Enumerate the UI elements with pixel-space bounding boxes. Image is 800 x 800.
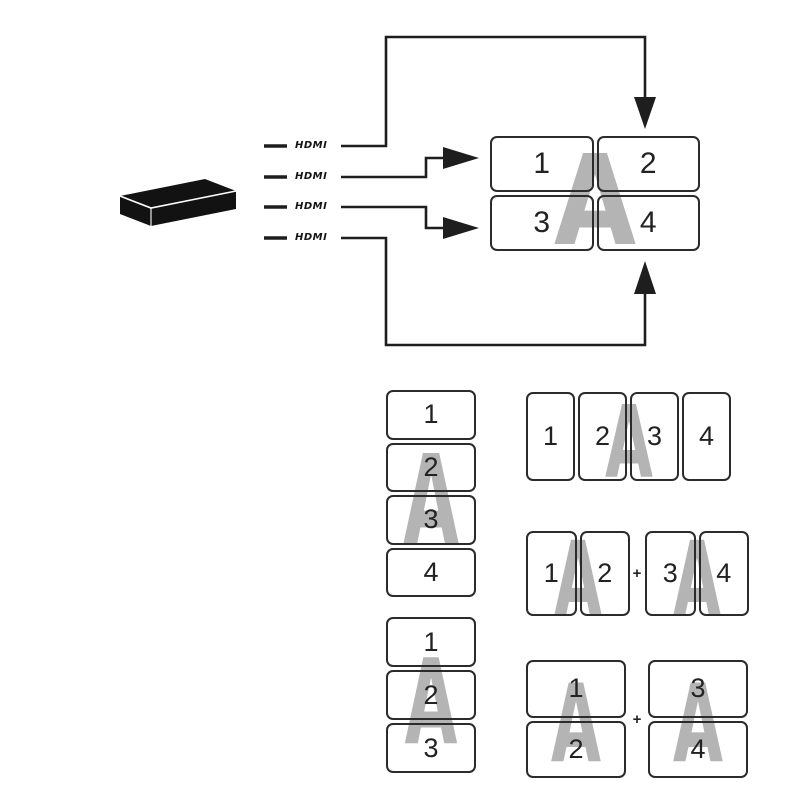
cell-1: 1 [386, 617, 476, 667]
cell-4: 4 [596, 195, 700, 251]
cell-1: 1 [490, 136, 594, 192]
hdmi-port-label-4: HDMI [295, 232, 328, 243]
layout-vertical-4: A 1 2 3 4 [386, 390, 476, 597]
cell-4: 4 [682, 392, 731, 481]
wall-2x2-cells: 1 2 3 4 [490, 136, 700, 251]
pair-v-right-cells: 3 4 [648, 660, 748, 778]
cell-3: 3 [645, 531, 696, 616]
pair-v-left-cells: 1 2 [526, 660, 626, 778]
cell-2: 2 [386, 442, 476, 492]
plus-separator: + [632, 564, 642, 582]
hdmi-port-label-1: HDMI [295, 140, 328, 151]
cell-3: 3 [648, 660, 748, 718]
layout-horizontal-4: A 1 2 3 4 [526, 392, 731, 492]
arrow-right-icon [443, 147, 479, 169]
video-wall-2x2: A 1 2 3 4 [490, 136, 700, 264]
hdmi-wire-3 [341, 205, 479, 239]
arrow-right-icon [443, 217, 479, 239]
layout-pair-horizontal-left: A 1 2 [526, 528, 630, 632]
cell-1: 1 [526, 392, 575, 481]
stack-v4-cells: 1 2 3 4 [386, 390, 476, 597]
cell-2: 2 [579, 531, 630, 616]
cell-2: 2 [526, 720, 626, 778]
cell-2: 2 [578, 392, 627, 481]
cell-3: 3 [386, 723, 476, 773]
hdmi-wire-2 [341, 147, 479, 179]
stack-v3-cells: 1 2 3 [386, 617, 476, 773]
pair-h-right-cells: 3 4 [645, 531, 749, 616]
row-h4-cells: 1 2 3 4 [526, 392, 731, 481]
pair-h-left-cells: 1 2 [526, 531, 630, 616]
source-device-icon [119, 179, 237, 226]
cell-3: 3 [490, 195, 594, 251]
plus-separator: + [632, 710, 642, 728]
cell-4: 4 [386, 547, 476, 597]
arrow-up-icon [634, 261, 656, 294]
cell-1: 1 [386, 390, 476, 440]
arrow-down-icon [634, 97, 656, 129]
cell-4: 4 [698, 531, 749, 616]
hdmi-wire-1 [341, 35, 656, 148]
layout-pair-horizontal-right: A 3 4 [645, 528, 749, 632]
cell-2: 2 [386, 670, 476, 720]
hdmi-wire-4 [341, 236, 656, 347]
layout-vertical-3: A 1 2 3 [386, 617, 476, 773]
cell-3: 3 [386, 495, 476, 545]
cell-1: 1 [526, 660, 626, 718]
cell-4: 4 [648, 720, 748, 778]
cell-3: 3 [630, 392, 679, 481]
layout-pair-vertical-left: A 1 2 [526, 660, 626, 779]
hdmi-port-label-3: HDMI [295, 201, 328, 212]
cell-2: 2 [596, 136, 700, 192]
layout-pair-vertical-right: A 3 4 [648, 660, 748, 779]
hdmi-port-stubs [264, 144, 287, 240]
hdmi-port-label-2: HDMI [295, 171, 328, 182]
cell-1: 1 [526, 531, 577, 616]
